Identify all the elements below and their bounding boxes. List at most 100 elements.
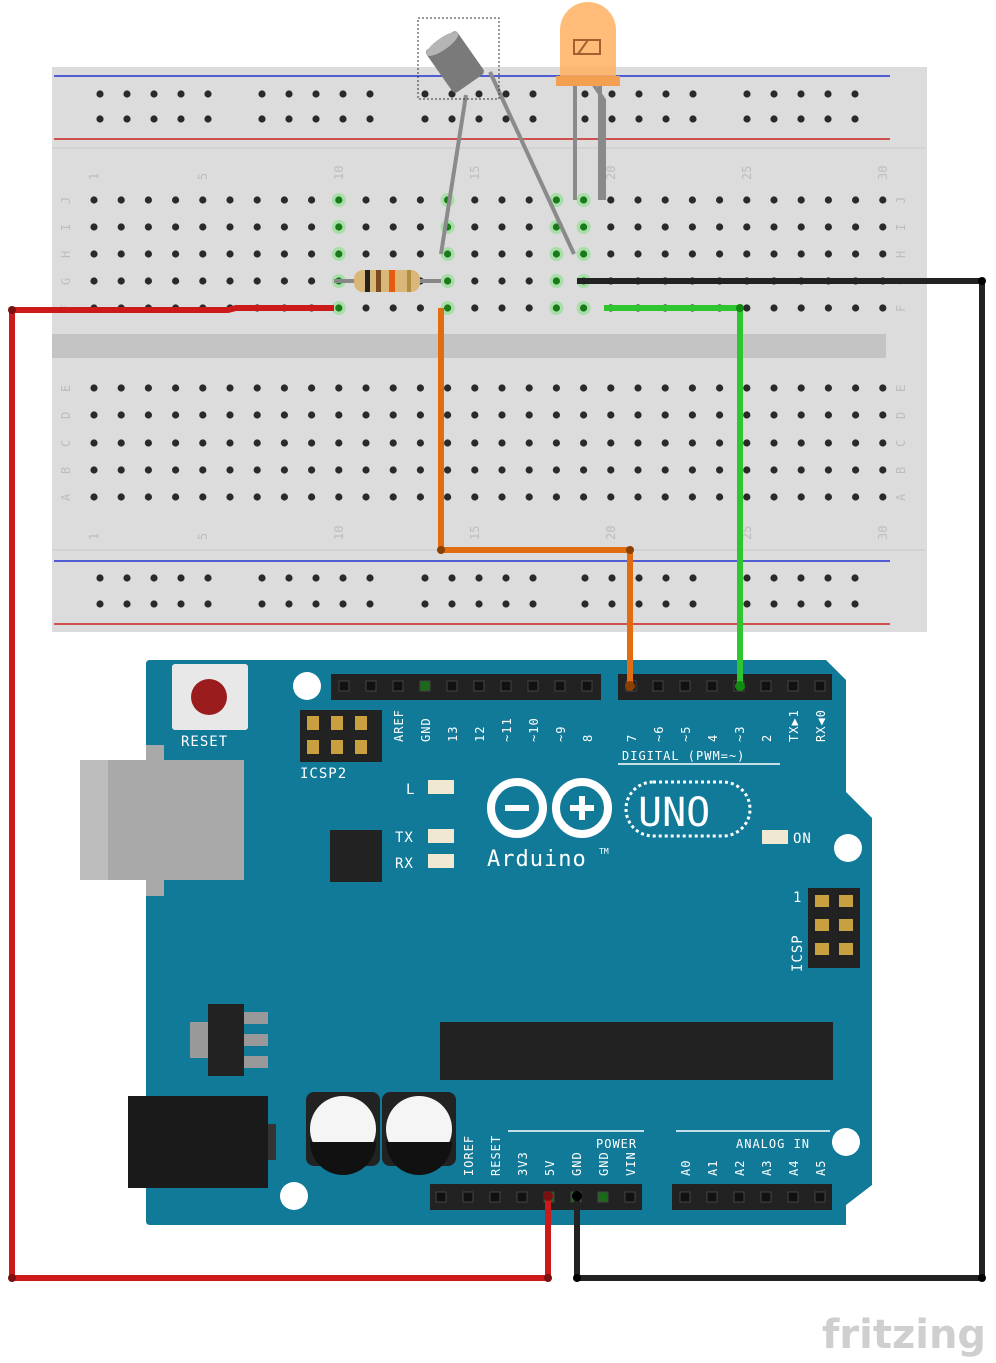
digital-pin-socket[interactable] <box>419 680 431 692</box>
digital-pin-socket[interactable] <box>392 680 404 692</box>
column-number-top: 30 <box>876 166 890 180</box>
rail-hole <box>797 115 805 123</box>
rail-hole <box>312 115 320 123</box>
power-pin-socket[interactable] <box>624 1191 636 1203</box>
analog-pin-socket[interactable] <box>760 1191 772 1203</box>
digital-pin-label: ~5 <box>679 726 693 742</box>
breadboard-hole <box>770 304 778 312</box>
rail-hole <box>123 115 131 123</box>
uno-badge <box>624 780 752 838</box>
digital-pin-socket[interactable] <box>652 680 664 692</box>
analog-pin-socket[interactable] <box>787 1191 799 1203</box>
led-rim <box>556 76 620 86</box>
analog-pin-label: A5 <box>814 1160 828 1176</box>
analog-pin-socket[interactable] <box>733 1191 745 1203</box>
breadboard-hole <box>172 250 180 258</box>
rail-hole <box>770 90 778 98</box>
breadboard-hole <box>525 411 533 419</box>
rail-hole <box>824 600 832 608</box>
breadboard-hole <box>416 196 424 204</box>
column-number-bottom: 25 <box>740 526 754 540</box>
breadboard-hole <box>362 223 370 231</box>
breadboard-hole <box>280 411 288 419</box>
rail-hole <box>312 574 320 582</box>
icsp-pin <box>815 895 829 907</box>
digital-pin-socket[interactable] <box>500 680 512 692</box>
breadboard-hole <box>253 223 261 231</box>
breadboard-hole <box>688 223 697 231</box>
breadboard-hole <box>580 439 588 447</box>
breadboard-hole <box>335 196 343 204</box>
rail-hole <box>448 115 456 123</box>
sensor-lead <box>439 94 468 255</box>
breadboard-hole <box>226 411 234 419</box>
rail-hole <box>421 600 429 608</box>
wire-signal-pin7[interactable] <box>438 308 633 686</box>
breadboard-hole <box>335 493 343 501</box>
power-pin-socket[interactable] <box>462 1191 474 1203</box>
digital-pin-socket[interactable] <box>706 680 718 692</box>
breadboard-hole <box>144 277 152 285</box>
breadboard-hole <box>308 466 316 474</box>
rail-hole <box>662 115 670 123</box>
digital-pin-socket[interactable] <box>814 680 826 692</box>
rail-hole <box>608 574 616 582</box>
digital-pin-socket[interactable] <box>365 680 377 692</box>
breadboard-hole <box>416 439 424 447</box>
breadboard-hole <box>743 466 751 474</box>
rail-hole <box>581 574 589 582</box>
rail-hole <box>421 90 429 98</box>
power-pin-socket[interactable] <box>435 1191 447 1203</box>
row-letter: D <box>59 412 73 419</box>
breadboard-hole <box>688 411 697 419</box>
rail-hole <box>96 600 104 608</box>
breadboard-hole <box>852 250 860 258</box>
digital-pin-label: ~10 <box>527 717 541 742</box>
digital-pin-socket[interactable] <box>446 680 458 692</box>
power-header-label: POWER <box>596 1137 637 1151</box>
resistor-body <box>354 270 420 292</box>
breadboard-hole <box>525 304 533 312</box>
rail-hole <box>285 574 293 582</box>
digital-pin-socket[interactable] <box>581 680 593 692</box>
breadboard-hole <box>852 493 860 501</box>
digital-pin-socket[interactable] <box>338 680 350 692</box>
analog-pin-socket[interactable] <box>706 1191 718 1203</box>
reset-button-cap[interactable] <box>191 679 227 715</box>
breadboard-hole <box>607 411 615 419</box>
breadboard-hole <box>199 277 207 285</box>
rail-hole <box>339 90 347 98</box>
power-pin-socket[interactable] <box>489 1191 501 1203</box>
breadboard-hole <box>879 250 887 258</box>
power-pin-socket[interactable] <box>597 1191 609 1203</box>
breadboard-hole <box>308 277 316 285</box>
breadboard-hole <box>90 223 98 231</box>
row-letter: H <box>59 251 73 258</box>
breadboard-hole <box>552 250 561 258</box>
breadboard-hole <box>824 439 833 447</box>
digital-pin-socket[interactable] <box>787 680 799 692</box>
rail-hole <box>635 574 643 582</box>
power-pin-socket[interactable] <box>516 1191 528 1203</box>
breadboard-hole <box>335 411 343 419</box>
breadboard-hole <box>144 250 152 258</box>
digital-pin-socket[interactable] <box>760 680 772 692</box>
breadboard-hole <box>471 411 479 419</box>
rail-hole <box>421 574 429 582</box>
logo-text: Arduino <box>487 847 587 872</box>
analog-header-label: ANALOG IN <box>736 1137 810 1151</box>
digital-pin-socket[interactable] <box>679 680 691 692</box>
breadboard-hole <box>716 466 724 474</box>
digital-pin-socket[interactable] <box>554 680 566 692</box>
breadboard-hole <box>172 277 180 285</box>
breadboard-hole <box>824 196 833 204</box>
analog-pin-socket[interactable] <box>814 1191 826 1203</box>
digital-pin-socket[interactable] <box>527 680 539 692</box>
breadboard-hole <box>824 223 833 231</box>
rail-hole <box>448 600 456 608</box>
digital-pin-socket[interactable] <box>473 680 485 692</box>
column-number-bottom: 20 <box>604 526 618 540</box>
icsp2-pins <box>307 716 367 754</box>
analog-pin-socket[interactable] <box>679 1191 691 1203</box>
row-letter: G <box>59 278 73 285</box>
